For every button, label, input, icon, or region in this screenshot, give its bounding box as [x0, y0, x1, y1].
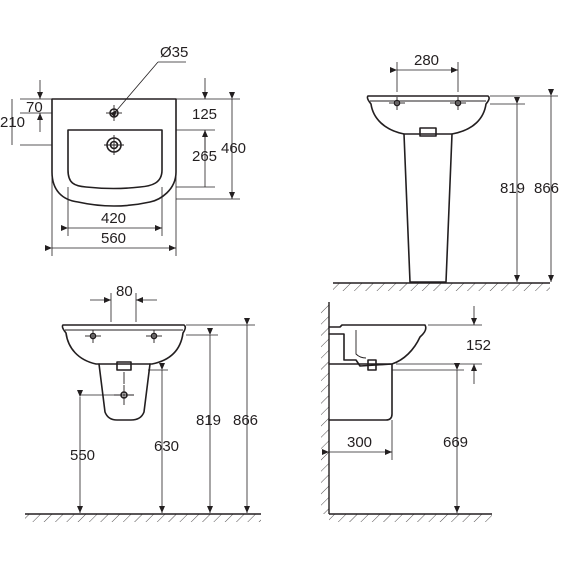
plan-view: Ø35 70 210 125 265 460 420 560: [0, 44, 246, 256]
semi-pedestal-shroud: [98, 363, 151, 421]
side-section: 152 669 300: [321, 302, 492, 522]
label-dim-460: 460: [221, 140, 246, 157]
side-basin-profile: [328, 324, 427, 367]
label-semi-819: 819: [196, 412, 221, 429]
semi-pedestal-elevation: 80 550 630 819 866: [25, 283, 261, 522]
label-dim-300: 300: [347, 434, 372, 451]
label-tap-hole-diameter: Ø35: [160, 44, 188, 61]
label-semi-866: 866: [233, 412, 258, 429]
label-ped-819: 819: [500, 180, 525, 197]
semi-floor-hatch: [25, 514, 261, 522]
label-dim-560: 560: [101, 230, 126, 247]
wall-hatch: [321, 302, 329, 514]
label-dim-550: 550: [70, 447, 95, 464]
side-floor-hatch: [329, 514, 492, 522]
label-dim-630: 630: [154, 438, 179, 455]
semi-tap-marks: [85, 330, 162, 343]
semi-basin-outline: [61, 324, 187, 365]
pedestal-tap-marks: [389, 97, 466, 110]
label-dim-669: 669: [443, 434, 468, 451]
pedestal-column: [403, 133, 453, 283]
label-dim-420: 420: [101, 210, 126, 227]
plan-bowl-inner: [67, 129, 163, 190]
side-semi-pedestal: [328, 363, 393, 421]
label-dim-280: 280: [414, 52, 439, 69]
plan-basin-outline: [51, 98, 177, 207]
label-dim-125: 125: [192, 106, 217, 123]
pedestal-floor-hatch: [333, 283, 550, 291]
pedestal-elevation: 280 819 866: [333, 52, 559, 291]
label-dim-80: 80: [116, 283, 133, 300]
label-dim-210: 210: [0, 114, 25, 131]
label-dim-70: 70: [26, 99, 43, 116]
label-dim-265: 265: [192, 148, 217, 165]
label-ped-866: 866: [534, 180, 559, 197]
label-dim-152: 152: [466, 337, 491, 354]
